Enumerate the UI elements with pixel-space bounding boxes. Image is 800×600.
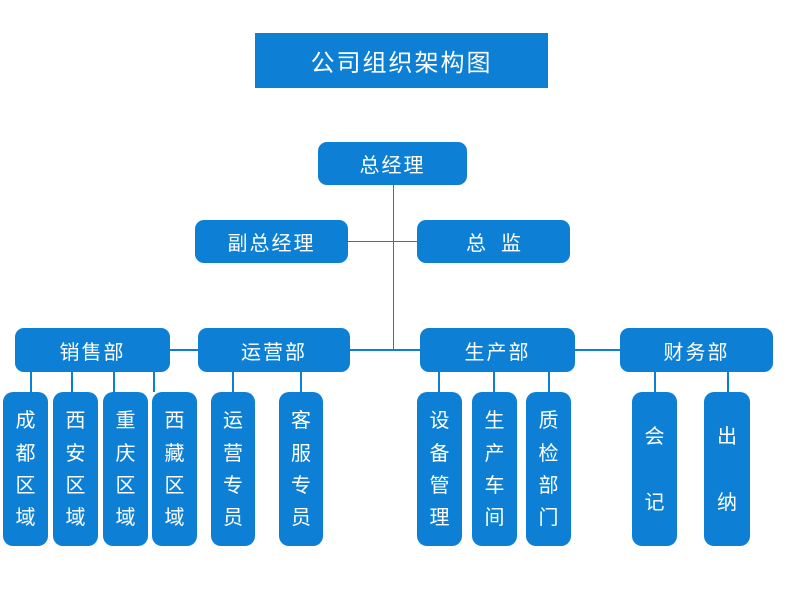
node-general-manager-label: 总经理: [359, 153, 426, 177]
connector-trunk-vertical: [392, 185, 394, 350]
node-chengdu-region-label: 成都区域: [15, 408, 36, 530]
node-chongqing-region-label: 重庆区域: [115, 408, 136, 530]
connector-executives-horizontal: [348, 240, 417, 242]
node-equipment-management-label: 设备管理: [429, 408, 450, 530]
node-finance-department: 财务部: [620, 328, 773, 372]
connector-sales-child-3: [113, 372, 115, 392]
connector-production-child-1: [438, 372, 440, 392]
node-operations-department-label: 运营部: [241, 339, 307, 364]
node-production-department-label: 生产部: [464, 339, 531, 364]
node-quality-inspection: 质检部门: [526, 392, 571, 546]
connector-operations-child-2: [300, 372, 302, 392]
node-operations-specialist-label: 运营专员: [223, 408, 243, 530]
node-tibet-region: 西藏区域: [152, 392, 197, 546]
node-customer-service-specialist-label: 客服专员: [291, 408, 311, 530]
connector-finance-child-2: [727, 372, 729, 392]
node-chief-director-label: 总监: [466, 231, 536, 255]
node-operations-specialist: 运营专员: [211, 392, 255, 546]
node-finance-department-label: 财务部: [663, 339, 730, 364]
connector-operations-production: [350, 349, 420, 351]
node-sales-department: 销售部: [15, 328, 170, 372]
connector-production-child-2: [493, 372, 495, 392]
connector-finance-child-1: [654, 372, 656, 392]
node-production-workshop-label: 生产车间: [484, 408, 505, 530]
node-accountant-label: 会记: [644, 424, 665, 514]
node-customer-service-specialist: 客服专员: [279, 392, 323, 546]
connector-sales-child-1: [30, 372, 32, 392]
node-production-workshop: 生产车间: [472, 392, 517, 546]
connector-production-finance: [575, 349, 620, 351]
connector-sales-operations: [170, 349, 198, 351]
node-quality-inspection-label: 质检部门: [538, 408, 559, 530]
node-chengdu-region: 成都区域: [3, 392, 48, 546]
node-cashier: 出纳: [704, 392, 750, 546]
node-tibet-region-label: 西藏区域: [164, 408, 185, 530]
connector-operations-child-1: [232, 372, 234, 392]
node-xian-region: 西安区域: [53, 392, 98, 546]
node-sales-department-label: 销售部: [59, 339, 126, 364]
node-production-department: 生产部: [420, 328, 575, 372]
node-accountant: 会记: [632, 392, 677, 546]
chart-title-label: 公司组织架构图: [310, 49, 493, 77]
node-operations-department: 运营部: [198, 328, 350, 372]
connector-sales-child-2: [71, 372, 73, 392]
node-deputy-general-manager: 副总经理: [195, 220, 348, 263]
connector-sales-child-4: [153, 372, 155, 392]
node-equipment-management: 设备管理: [417, 392, 462, 546]
node-cashier-label: 出纳: [717, 424, 737, 514]
node-general-manager: 总经理: [318, 142, 467, 185]
node-deputy-general-manager-label: 副总经理: [227, 231, 316, 255]
chart-title: 公司组织架构图: [255, 33, 548, 88]
node-xian-region-label: 西安区域: [65, 408, 86, 530]
node-chief-director: 总监: [417, 220, 570, 263]
node-chongqing-region: 重庆区域: [103, 392, 148, 546]
connector-production-child-3: [548, 372, 550, 392]
